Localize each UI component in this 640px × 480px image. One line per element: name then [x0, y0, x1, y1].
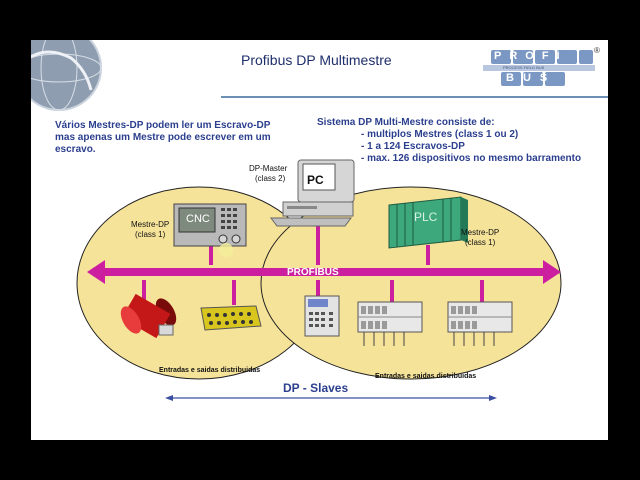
dp-master-label: DP-Master — [249, 164, 288, 173]
cnc-label: CNC — [186, 213, 210, 225]
io-right-caption: Entradas e saidas distribuidas — [375, 373, 477, 380]
slaves-range-arrow — [165, 395, 497, 401]
profibus-bus — [87, 260, 561, 284]
slide: Profibus DP Multimestre PROFI BUS PROCES… — [31, 40, 608, 440]
right-note-item-1: - multiplos Mestres (class 1 ou 2) — [361, 129, 519, 140]
plc-label: PLC — [414, 210, 438, 224]
hmi-panel — [304, 295, 340, 337]
bus-drops — [142, 222, 484, 305]
io-rack-1 — [357, 301, 423, 346]
mestre-left-label: Mestre-DP — [131, 220, 170, 229]
mestre-right-class: (class 1) — [465, 238, 496, 247]
io-module-left — [200, 305, 262, 331]
io-left-caption: Entradas e saidas distribuidas — [159, 367, 261, 374]
mestre-right-label: Mestre-DP — [461, 228, 500, 237]
right-note-heading: Sistema DP Multi-Mestre consiste de: — [317, 117, 495, 128]
logo-registered: ® — [594, 46, 600, 55]
cnc-machine — [173, 203, 247, 257]
left-note-line-3: escravo. — [55, 144, 96, 155]
mestre-left-class: (class 1) — [135, 230, 166, 239]
plc-rack — [388, 196, 468, 249]
logo-line2: BUS — [506, 72, 557, 84]
globe-icon — [31, 40, 102, 111]
slide-title: Profibus DP Multimestre — [241, 52, 392, 68]
valve-cylinder — [120, 293, 177, 339]
title-rule — [221, 96, 608, 98]
logo-tagline: PROCESS FIELD BUS — [503, 65, 545, 70]
left-note-line-1: Vários Mestres-DP podem ler um Escravo-D… — [55, 120, 271, 131]
diagram-canvas — [31, 40, 595, 401]
logo-line1: PROFI — [494, 50, 568, 62]
profibus-bus-label: PROFIBUS — [287, 267, 339, 278]
right-note-item-2: - 1 a 124 Escravos-DP — [361, 141, 465, 152]
dp-slaves-label: DP - Slaves — [283, 381, 349, 395]
right-note-item-3: - max. 126 dispositivos no mesmo barrame… — [361, 153, 582, 164]
left-note-line-2: mas apenas um Mestre pode escrever em um — [55, 132, 271, 143]
io-rack-2 — [447, 301, 513, 346]
dp-master-class: (class 2) — [255, 174, 286, 183]
pc-computer — [270, 159, 355, 227]
pc-label: PC — [307, 173, 324, 187]
profibus-logo — [483, 50, 595, 86]
